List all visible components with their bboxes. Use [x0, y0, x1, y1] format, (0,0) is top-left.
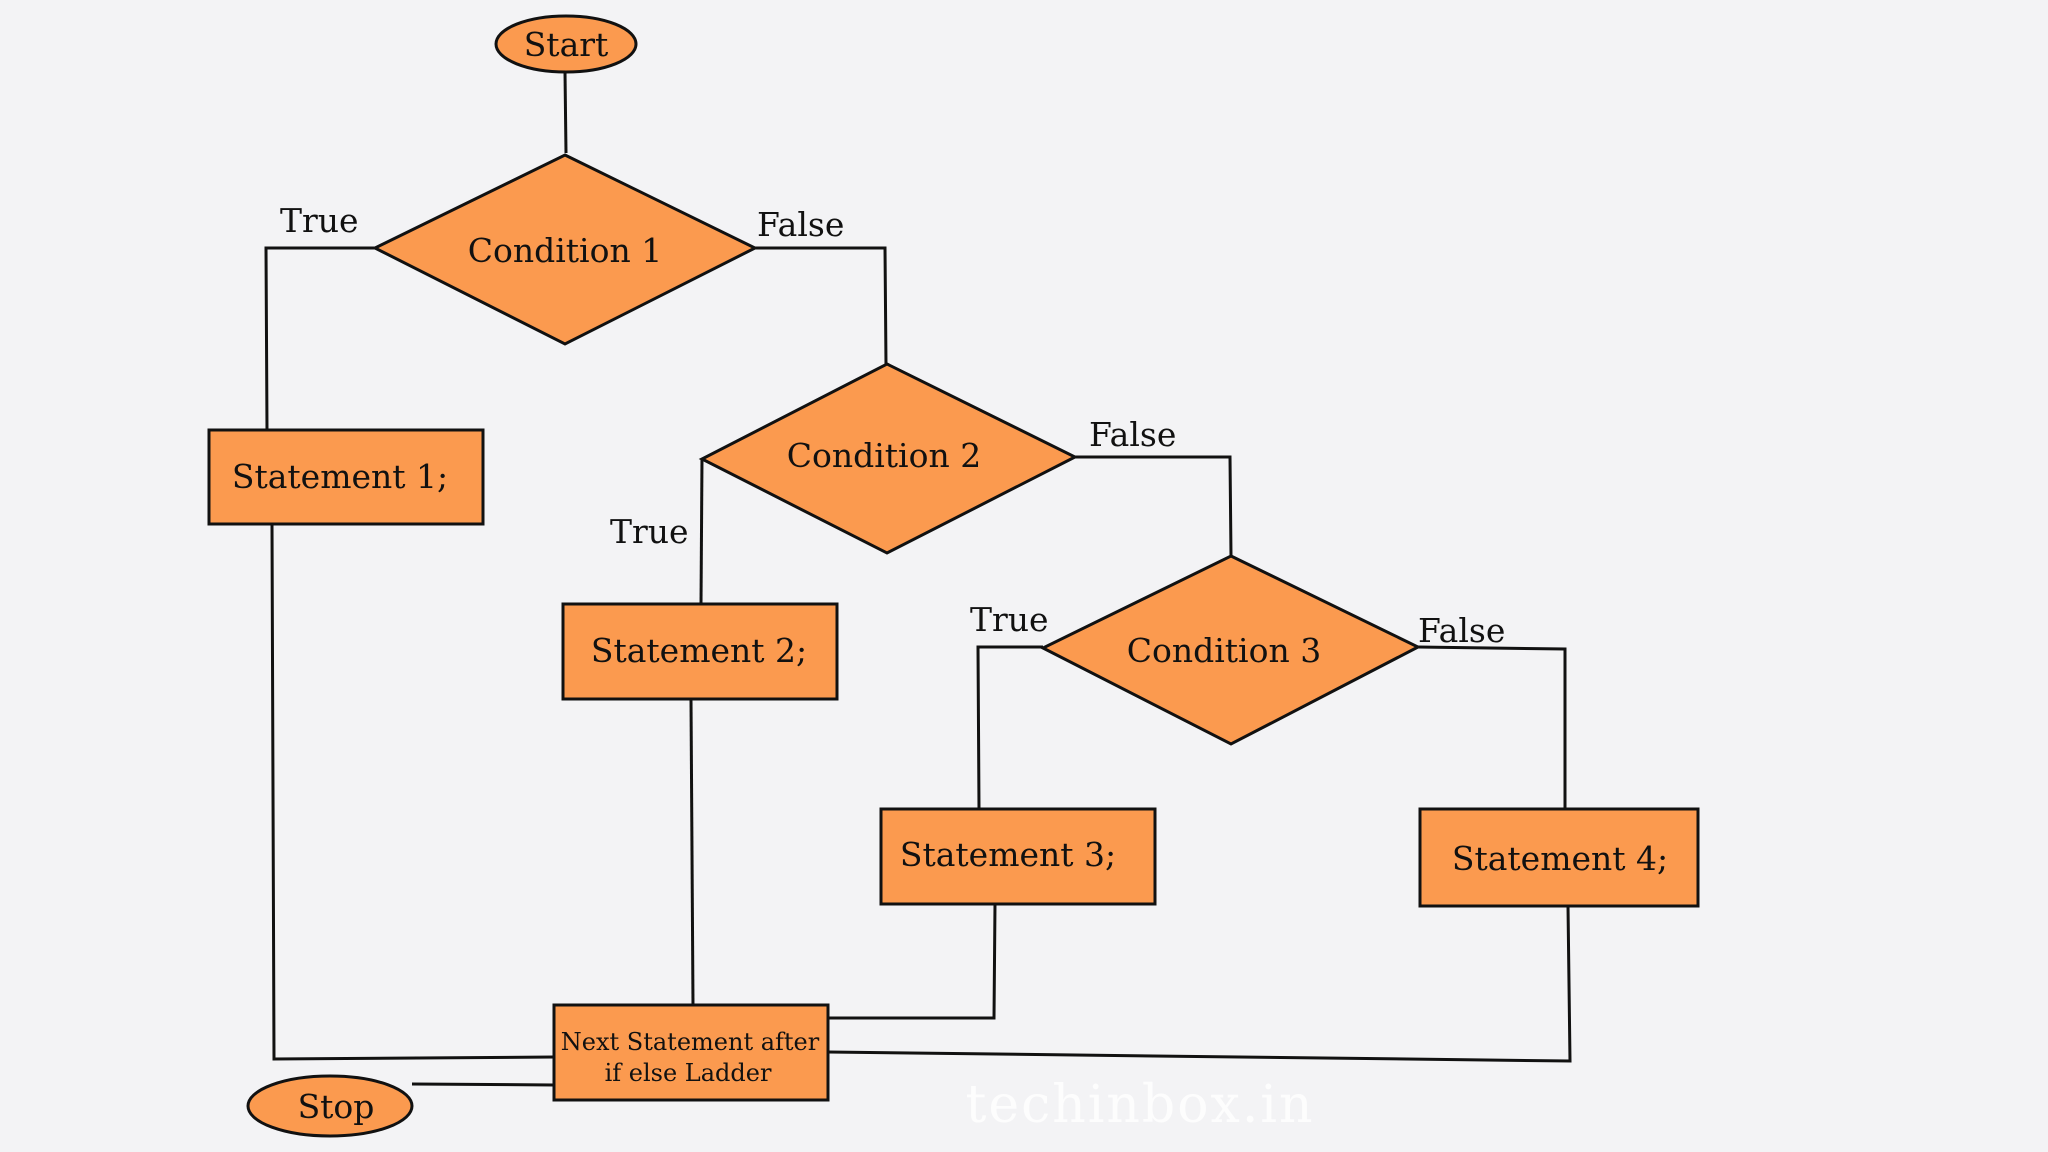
- next-statement-node: Next Statement after if else Ladder: [552, 1003, 830, 1102]
- edge-statement1-to-next: [270, 524, 555, 1061]
- edge-start-to-condition1: [563, 71, 568, 154]
- stop-label: Stop: [298, 1087, 375, 1126]
- statement3-node: Statement 3;: [879, 807, 1157, 906]
- edge-condition3-true: [976, 645, 1043, 809]
- condition1-true-label: True: [280, 201, 359, 240]
- condition2-node: Condition 2: [698, 362, 1079, 555]
- edge-statement2-to-next: [689, 699, 695, 1006]
- edge-condition2-true: [699, 457, 704, 605]
- statement1-label: Statement 1;: [232, 457, 448, 496]
- start-label: Start: [524, 25, 609, 64]
- condition2-true-label: True: [610, 512, 689, 551]
- condition2-label: Condition 2: [787, 436, 981, 475]
- statement1-node: Statement 1;: [207, 428, 485, 526]
- statement4-label: Statement 4;: [1452, 839, 1668, 878]
- condition2-false-label: False: [1089, 415, 1176, 454]
- edge-condition2-false: [1075, 455, 1233, 557]
- condition3-label: Condition 3: [1127, 631, 1321, 670]
- stop-node: Stop: [246, 1074, 414, 1138]
- edge-condition1-false: [755, 246, 888, 366]
- statement2-label: Statement 2;: [591, 631, 807, 670]
- edge-next-to-stop: [411, 1082, 555, 1087]
- condition3-false-label: False: [1418, 611, 1505, 650]
- watermark: techinbox.in: [966, 1075, 1315, 1135]
- start-node: Start: [494, 14, 638, 74]
- edge-statement4-to-next: [827, 905, 1572, 1063]
- edge-condition1-true: [264, 246, 375, 431]
- statement2-node: Statement 2;: [561, 602, 839, 701]
- condition1-node: Condition 1: [371, 153, 759, 346]
- condition3-true-label: True: [970, 600, 1049, 639]
- connectors: [264, 71, 1572, 1087]
- condition1-false-label: False: [757, 205, 844, 244]
- next-statement-label-line2: if else Ladder: [605, 1059, 772, 1087]
- edge-statement3-to-next: [828, 903, 997, 1020]
- next-statement-label-line1: Next Statement after: [561, 1028, 820, 1056]
- condition3-node: Condition 3: [1039, 554, 1422, 746]
- statement4-node: Statement 4;: [1418, 807, 1700, 908]
- edge-condition3-false: [1417, 645, 1567, 808]
- edge-labels: True False True False True False: [280, 201, 1505, 650]
- statement3-label: Statement 3;: [900, 835, 1116, 874]
- condition1-label: Condition 1: [468, 231, 662, 270]
